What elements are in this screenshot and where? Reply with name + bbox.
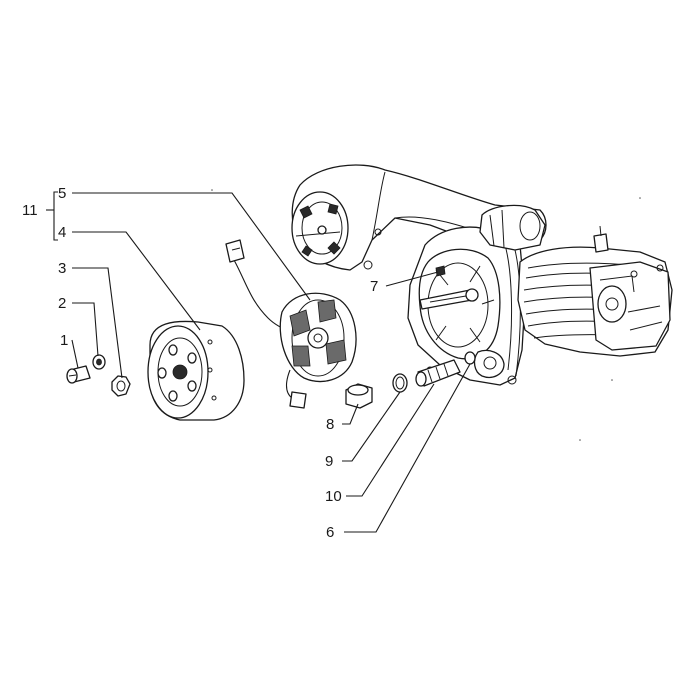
part-1-screw xyxy=(66,365,91,384)
callout-10: 10 xyxy=(325,488,342,505)
callout-4: 4 xyxy=(58,224,66,241)
callout-6: 6 xyxy=(326,524,334,541)
flywheel xyxy=(147,320,245,421)
scan-specks xyxy=(211,189,641,441)
stator-with-cable xyxy=(225,239,357,409)
part-9-o-ring xyxy=(392,373,408,393)
callout-7: 7 xyxy=(370,278,378,295)
cylinder-and-head xyxy=(479,204,673,357)
callout-1: 1 xyxy=(60,332,68,349)
part-8-plug xyxy=(345,383,373,409)
callout-9: 9 xyxy=(325,453,333,470)
part-3-nut xyxy=(111,375,131,397)
callout-labels: 11 5 4 3 2 1 7 8 9 10 6 xyxy=(22,185,378,541)
callout-2: 2 xyxy=(58,295,66,312)
callout-5: 5 xyxy=(58,185,66,202)
part-2-washer xyxy=(92,354,106,370)
callout-8: 8 xyxy=(326,416,334,433)
part-6-seal xyxy=(464,351,476,365)
callout-3: 3 xyxy=(58,260,66,277)
leader-lines xyxy=(46,191,471,533)
engine-crankcase xyxy=(291,164,547,386)
part-10-filter xyxy=(415,359,461,387)
callout-11: 11 xyxy=(22,202,38,219)
